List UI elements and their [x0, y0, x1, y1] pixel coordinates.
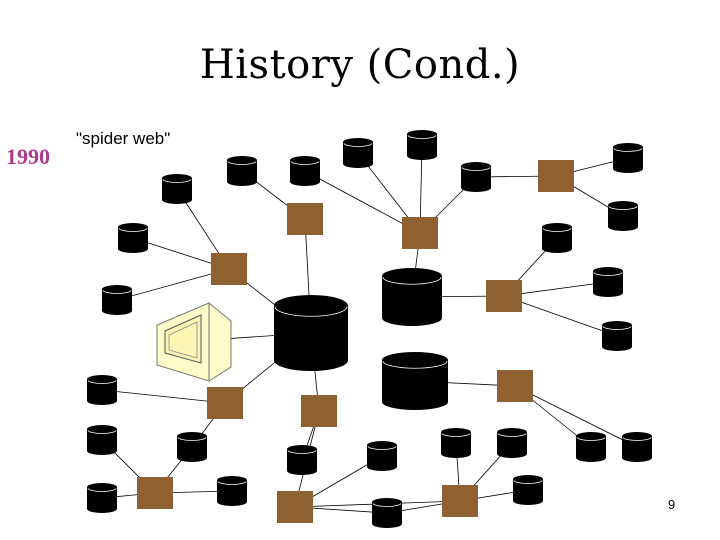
- database-icon: [102, 285, 132, 315]
- network-hub-icon: [137, 477, 173, 509]
- database-icon: [367, 441, 397, 471]
- database-icon: [87, 483, 117, 513]
- network-nodes: [87, 130, 652, 528]
- large-database-icon: [274, 295, 348, 371]
- network-link: [116, 268, 230, 301]
- network-hub-icon: [287, 203, 323, 235]
- database-icon: [613, 143, 643, 173]
- network-hub-icon: [277, 491, 313, 523]
- database-icon: [343, 138, 373, 168]
- network-hub-icon: [442, 485, 478, 517]
- page-number: 9: [668, 497, 676, 512]
- network-hub-icon: [486, 280, 522, 312]
- database-icon: [622, 432, 652, 462]
- database-icon: [372, 498, 402, 528]
- database-icon: [407, 130, 437, 160]
- diagram-caption: "spider web": [76, 129, 171, 148]
- year-label: 1990: [6, 144, 50, 169]
- network-hub-icon: [402, 217, 438, 249]
- database-icon: [593, 267, 623, 297]
- database-icon: [608, 201, 638, 231]
- database-icon: [497, 428, 527, 458]
- network-link: [101, 389, 226, 404]
- database-icon: [162, 174, 192, 204]
- large-database-icon: [382, 352, 448, 410]
- database-icon: [602, 321, 632, 351]
- database-icon: [287, 445, 317, 475]
- database-icon: [513, 475, 543, 505]
- database-icon: [87, 425, 117, 455]
- large-database-icon: [382, 268, 442, 326]
- database-icon: [87, 375, 117, 405]
- database-icon: [177, 432, 207, 462]
- network-link: [503, 295, 618, 337]
- network-hub-icon: [497, 370, 533, 402]
- network-link: [304, 170, 421, 234]
- terminal-icon: [156, 301, 232, 382]
- network-hub-icon: [301, 395, 337, 427]
- database-icon: [118, 223, 148, 253]
- network-link: [514, 385, 638, 448]
- network-hub-icon: [211, 253, 247, 285]
- database-icon: [217, 476, 247, 506]
- database-icon: [441, 428, 471, 458]
- network-hub-icon: [538, 160, 574, 192]
- network-hub-icon: [207, 387, 243, 419]
- database-icon: [542, 223, 572, 253]
- database-icon: [227, 156, 257, 186]
- database-icon: [461, 162, 491, 192]
- database-icon: [576, 432, 606, 462]
- database-icon: [290, 156, 320, 186]
- slide-title: History (Cond.): [199, 42, 521, 88]
